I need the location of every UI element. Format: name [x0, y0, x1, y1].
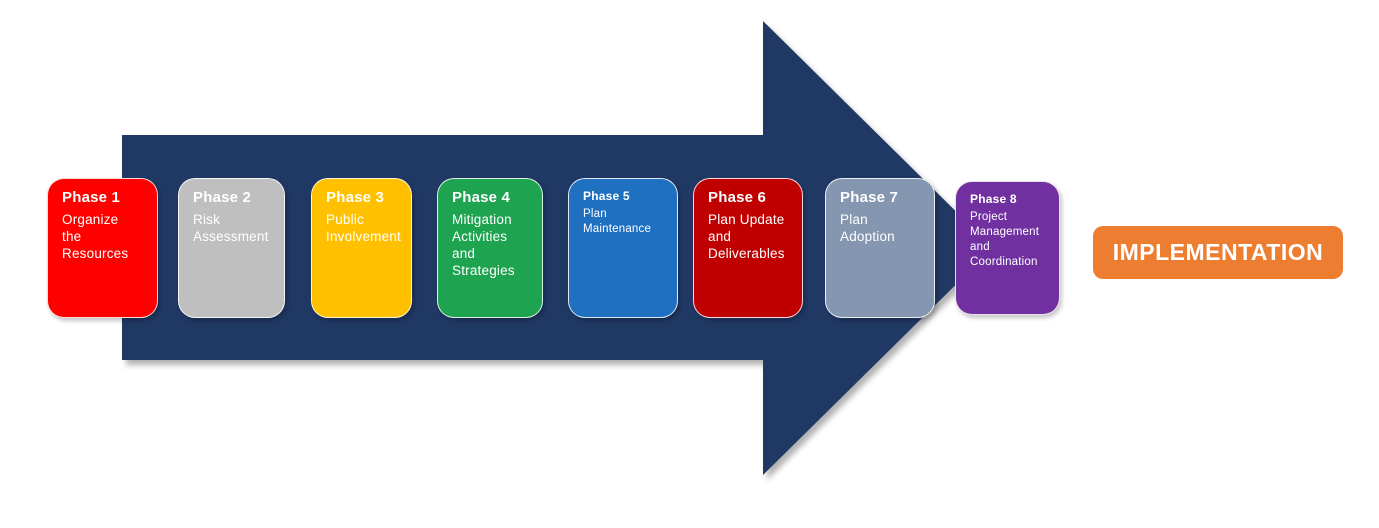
phase-card-5: Phase 5 Plan Maintenance: [568, 178, 678, 318]
phase-title: Phase 2: [193, 189, 252, 206]
phase-label: Public Involvement: [326, 212, 401, 244]
phase-label: Plan Adoption: [840, 212, 895, 244]
phase-card-8: Phase 8 Project Management and Coordinat…: [955, 181, 1060, 315]
phase-title: Phase 8: [970, 192, 1017, 206]
phase-title: Phase 1: [62, 189, 121, 206]
phase-title: Phase 4: [452, 189, 511, 206]
phase-title: Phase 7: [840, 189, 899, 206]
phase-card-7: Phase 7 Plan Adoption: [825, 178, 935, 318]
phase-label: Mitigation Activities and Strategies: [452, 212, 515, 278]
phase-label: Plan Maintenance: [583, 208, 652, 235]
phase-label: Plan Update and Deliverables: [708, 212, 785, 261]
phase-card-1: Phase 1 Organize the Resources: [47, 178, 158, 318]
phase-label: Risk Assessment: [193, 212, 269, 244]
phase-title: Phase 5: [583, 189, 630, 203]
phase-card-6: Phase 6 Plan Update and Deliverables: [693, 178, 803, 318]
implementation-label: IMPLEMENTATION: [1112, 239, 1324, 265]
phase-label: Project Management and Coordination: [970, 211, 1040, 268]
phase-title: Phase 6: [708, 189, 767, 206]
arrow-shape: [122, 21, 993, 475]
phase-title: Phase 3: [326, 189, 385, 206]
implementation-badge: IMPLEMENTATION: [1093, 226, 1343, 279]
phase-card-3: Phase 3 Public Involvement: [311, 178, 412, 318]
phase-card-4: Phase 4 Mitigation Activities and Strate…: [437, 178, 543, 318]
phase-card-2: Phase 2 Risk Assessment: [178, 178, 285, 318]
phase-label: Organize the Resources: [62, 212, 129, 261]
